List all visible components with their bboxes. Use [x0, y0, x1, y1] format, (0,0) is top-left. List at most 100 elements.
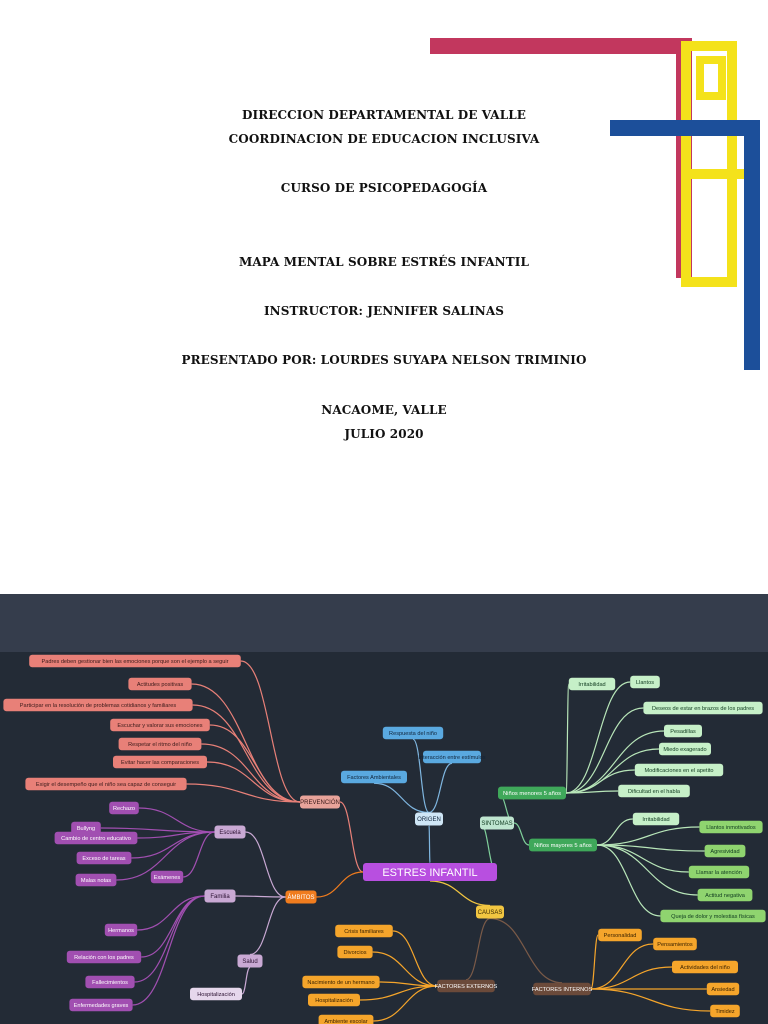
svg-text:FACTORES INTERNOS: FACTORES INTERNOS	[532, 987, 593, 993]
svg-text:Crisis familiares: Crisis familiares	[344, 929, 384, 935]
node-menores-item: Irritabilidad	[568, 677, 616, 691]
node-escuela-item: Cambio de centro educativo	[54, 831, 138, 845]
node-internos-item: Personalidad	[598, 928, 642, 942]
node-origen-item: Respuesta del niño	[382, 726, 444, 740]
svg-text:Hermanos: Hermanos	[108, 928, 134, 934]
node-escuela-item: Exceso de tareas	[76, 851, 132, 865]
svg-text:Dificultad en el habla: Dificultad en el habla	[628, 789, 681, 795]
svg-text:Exámenes: Exámenes	[154, 875, 181, 881]
node-sintomas: SINTOMAS	[480, 816, 514, 830]
node-familia-item: Fallecimientos	[85, 975, 135, 989]
link-sintomas-mayores	[513, 822, 530, 846]
heading-coordinacion: COORDINACION DE EDUCACION INCLUSIVA	[228, 132, 540, 146]
link-menores-item	[565, 790, 619, 794]
svg-text:Rechazo: Rechazo	[113, 806, 135, 812]
central-topic: ESTRES INFANTIL	[363, 863, 497, 881]
svg-text:Nacimiento de un hermano: Nacimiento de un hermano	[307, 980, 374, 986]
document-topic: MAPA MENTAL SOBRE ESTRÉS INFANTIL	[238, 255, 530, 269]
svg-text:Respuesta del niño: Respuesta del niño	[389, 731, 437, 737]
svg-text:Actividades del niño: Actividades del niño	[680, 965, 730, 971]
node-prevencion-item: Respetar el ritmo del niño	[118, 737, 202, 751]
cover-page: DIRECCION DEPARTAMENTAL DE VALLE COORDIN…	[181, 38, 760, 441]
node-salud: Salud	[237, 954, 263, 968]
svg-text:Factores Ambientales: Factores Ambientales	[347, 775, 401, 781]
svg-text:Hospitalización: Hospitalización	[315, 998, 353, 1004]
svg-text:Fallecimientos: Fallecimientos	[92, 980, 128, 986]
logo-yellow-square	[696, 56, 726, 100]
link-central-origen	[428, 824, 431, 864]
link-salud-item	[241, 966, 251, 995]
svg-text:Bullyng: Bullyng	[77, 826, 95, 832]
node-internos-item: Ansiedad	[706, 982, 740, 996]
node-mayores-item: Irritabilidad	[632, 812, 680, 826]
svg-text:Familia: Familia	[210, 894, 230, 900]
svg-text:ORIGEN: ORIGEN	[417, 817, 441, 823]
mind-map-header-bar	[0, 594, 768, 652]
logo-blue-post	[744, 120, 760, 370]
svg-text:Irritabilidad: Irritabilidad	[642, 817, 669, 823]
svg-text:Escuela: Escuela	[219, 830, 241, 836]
link-internos-item	[590, 934, 599, 990]
link-internos-item	[590, 966, 673, 990]
link-menores-item	[565, 707, 644, 794]
node-prevencion-item: Exigir el desempeño que el niño sea capa…	[25, 777, 187, 791]
node-menores-item: Llantos	[630, 675, 660, 689]
course-title: CURSO DE PSICOPEDAGOGÍA	[280, 181, 488, 195]
instructor-name: INSTRUCTOR: JENNIFER SALINAS	[263, 304, 505, 318]
svg-text:Interacción entre estímulos: Interacción entre estímulos	[418, 755, 485, 761]
link-central-prevencion	[339, 801, 364, 873]
svg-text:Divorcios: Divorcios	[343, 950, 366, 956]
link-mayores-item	[596, 844, 705, 852]
link-familia-item	[137, 895, 205, 931]
svg-text:Escuchar y valorar sus emocion: Escuchar y valorar sus emociones	[117, 723, 202, 729]
node-mayores-item: Agresividad	[704, 844, 746, 858]
svg-text:Llantos inmotivados: Llantos inmotivados	[706, 825, 756, 831]
node-menores-item: Modificaciones en el apetito	[634, 763, 724, 777]
presenter-name: PRESENTADO POR: LOURDES SUYAPA NELSON TR…	[181, 353, 587, 367]
node-menores-item: Miedo exagerado	[659, 742, 711, 756]
svg-text:Actitud negativa: Actitud negativa	[705, 893, 746, 899]
svg-text:Queja de dolor y molestias fís: Queja de dolor y molestias físicas	[671, 914, 755, 920]
node-prevencion-item: Padres deben gestionar bien las emocione…	[29, 654, 241, 668]
node-menores-item: Pesadillas	[664, 724, 702, 738]
node-externos-item: Nacimiento de un hermano	[302, 975, 380, 989]
node-escuela-item: Malas notas	[75, 873, 117, 887]
svg-text:Ambiente escolar: Ambiente escolar	[324, 1019, 367, 1024]
link-origen-item	[373, 782, 430, 814]
link-familia-item	[134, 895, 205, 983]
node-escuela-item: Exámenes	[150, 870, 184, 884]
link-internos-item	[590, 943, 654, 990]
svg-text:Agresividad: Agresividad	[710, 849, 739, 855]
link-prevencion-item	[186, 783, 301, 803]
link-central-ambitos	[316, 871, 364, 898]
link-mayores-item	[596, 844, 661, 917]
node-menores-item: Dificultad en el habla	[618, 784, 690, 798]
logo-yellow-frame	[681, 41, 754, 287]
link-escuela-item	[183, 831, 215, 878]
link-externos-item	[359, 985, 438, 1001]
node-prevencion: PREVENCIÓN	[300, 795, 340, 809]
node-causas: CAUSAS	[476, 905, 504, 919]
link-prevencion-item	[206, 761, 301, 803]
svg-text:Evitar hacer las comparaciones: Evitar hacer las comparaciones	[121, 760, 199, 766]
date: JULIO 2020	[344, 427, 424, 441]
svg-text:Padres deben gestionar bien la: Padres deben gestionar bien las emocione…	[42, 659, 229, 665]
link-menores-item	[565, 681, 631, 794]
svg-text:Hospitalización: Hospitalización	[197, 992, 235, 998]
svg-text:Llantos: Llantos	[636, 680, 654, 686]
link-mayores-item	[596, 826, 700, 846]
svg-text:ÁMBITOS: ÁMBITOS	[288, 894, 315, 901]
node-escuela-item: Rechazo	[109, 801, 139, 815]
node-familia-item: Hermanos	[104, 923, 138, 937]
svg-text:ESTRES INFANTIL: ESTRES INFANTIL	[382, 867, 477, 879]
node-origen-item: Interacción entre estímulos	[418, 750, 486, 764]
node-origen: ORIGEN	[415, 812, 443, 826]
node-ambitos: ÁMBITOS	[285, 890, 317, 904]
node-internos-item: Timidez	[710, 1004, 740, 1018]
svg-text:Enfermedades graves: Enfermedades graves	[74, 1003, 129, 1009]
svg-text:Participar en la resolución de: Participar en la resolución de problemas…	[20, 703, 177, 709]
svg-text:Actitudes positivas: Actitudes positivas	[137, 682, 184, 688]
link-prevencion-item	[240, 660, 301, 803]
node-mayores: Niños mayores 5 años	[529, 838, 597, 852]
svg-text:Exceso de tareas: Exceso de tareas	[82, 856, 125, 862]
